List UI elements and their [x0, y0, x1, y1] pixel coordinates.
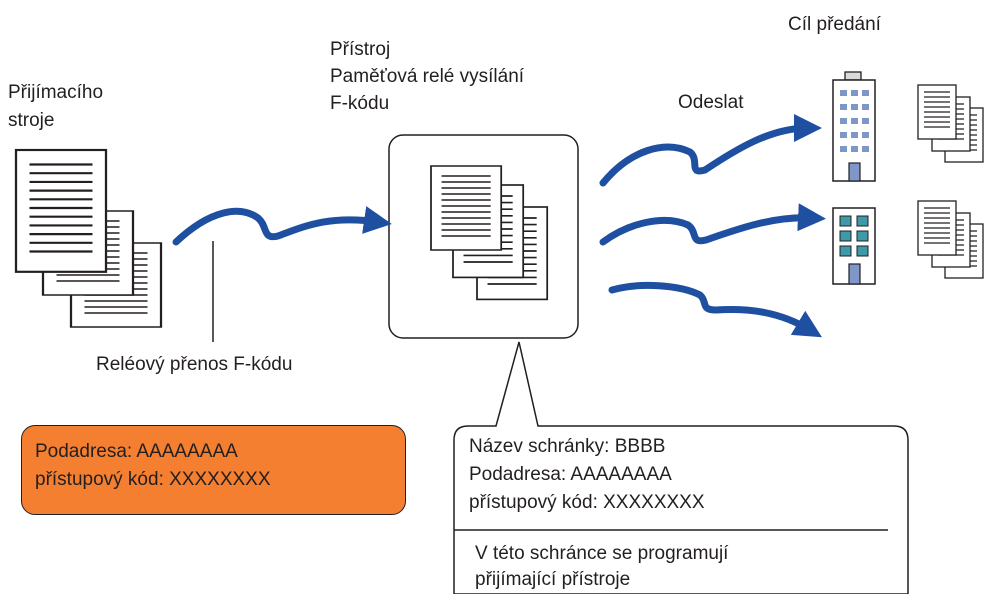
sender-settings-box: Podadresa: AAAAAAAA přístupový kód: XXXX…	[21, 425, 406, 515]
relay-device-label-line3: F-kódu	[330, 93, 390, 114]
mailbox-name: Název schránky: BBBB	[469, 436, 666, 457]
source-label-line2: stroje	[8, 110, 55, 131]
destination-label: Cíl předání	[788, 14, 881, 35]
mailbox-callout-box	[453, 341, 909, 594]
send-arrow-2	[599, 203, 826, 246]
sender-access-code: přístupový kód: XXXXXXXX	[35, 469, 271, 490]
mailbox-note-line1: V této schránce se programují	[475, 543, 729, 564]
mailbox-note-line2: přijímající přístroje	[475, 569, 631, 590]
office-building-icon	[832, 71, 876, 182]
send-label: Odeslat	[678, 92, 744, 113]
destination-document-stack-2	[917, 200, 984, 279]
small-building-icon	[832, 207, 876, 285]
sender-subaddress: Podadresa: AAAAAAAA	[35, 441, 238, 462]
relay-transfer-label: Reléový přenos F-kódu	[96, 354, 293, 375]
send-arrow-3	[608, 281, 823, 338]
relay-device-label-line2: Paměťová relé vysílání	[330, 66, 525, 87]
mailbox-subaddress: Podadresa: AAAAAAAA	[469, 464, 672, 485]
send-arrow-1	[599, 114, 822, 187]
destination-document-stack-1	[917, 84, 984, 163]
relay-device-label-line1: Přístroj	[330, 39, 391, 60]
mailbox-access-code: přístupový kód: XXXXXXXX	[469, 492, 705, 513]
source-label-line1: Přijímacího	[8, 82, 104, 103]
relay-transfer-arrow	[172, 206, 392, 246]
source-document-stack	[14, 148, 163, 329]
